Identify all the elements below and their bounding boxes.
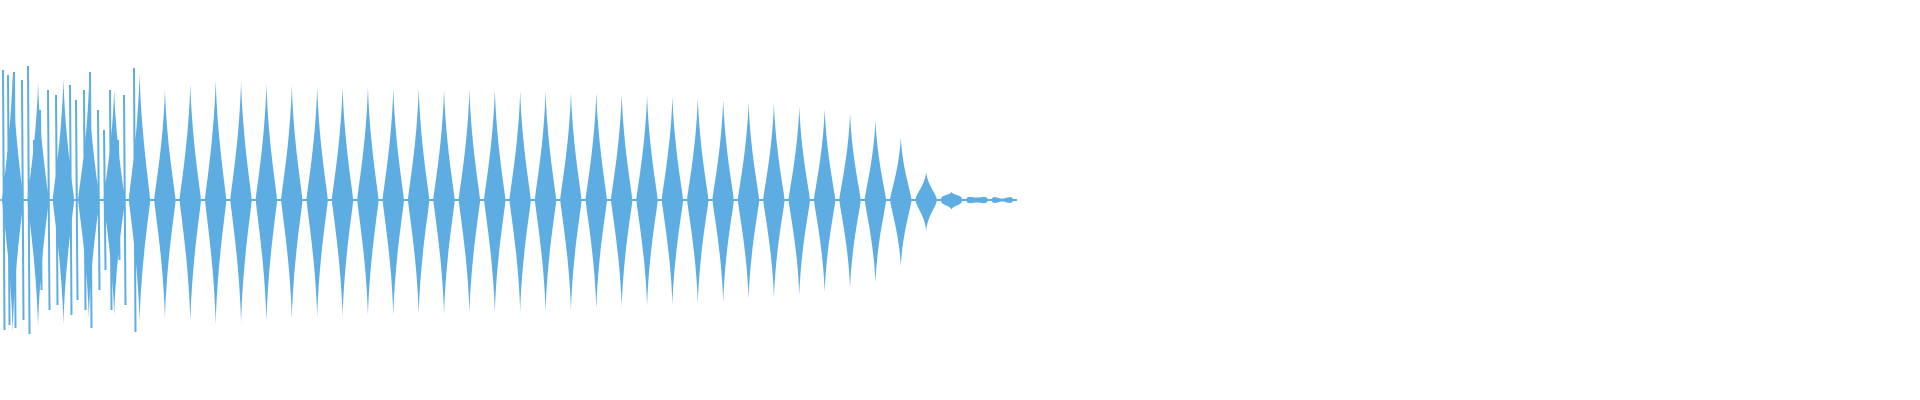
waveform-cycle: [179, 84, 201, 322]
waveform-cycle: [331, 86, 354, 318]
waveform-cycle: [255, 84, 278, 322]
waveform-cycle: [636, 95, 658, 307]
waveform-cycle: [205, 79, 227, 325]
waveform-cycle: [382, 88, 404, 316]
waveform-cycle: [661, 96, 684, 305]
waveform-cycle: [864, 119, 887, 283]
waveform-cycle: [509, 90, 531, 312]
waveform-cycle: [737, 102, 760, 300]
waveform-cycle: [940, 191, 963, 210]
waveform-cycle: [585, 92, 607, 310]
waveform-cycle: [534, 90, 557, 312]
waveform-cycle: [966, 196, 988, 204]
waveform-cycle: [281, 85, 303, 319]
waveform-cycle: [991, 197, 1013, 203]
waveform-cycle: [763, 103, 785, 298]
waveform-cycle: [103, 89, 125, 316]
waveform-cycle: [27, 82, 49, 327]
waveform-cycle: [560, 92, 582, 311]
waveform-cycle: [408, 88, 430, 315]
waveform-cycle: [458, 89, 481, 314]
waveform-cycle: [839, 113, 861, 289]
waveform-cycle: [357, 86, 379, 316]
waveform-cycle: [78, 86, 100, 319]
waveform-cycle: [712, 99, 734, 303]
waveform-cycle: [890, 137, 912, 267]
waveform-cycle: [687, 97, 709, 304]
waveform-cycle: [788, 106, 810, 296]
waveform-cycle: [154, 89, 176, 319]
waveform-noise: [2, 65, 137, 335]
waveform-cycle: [230, 81, 252, 323]
waveform-cycle: [2, 71, 24, 333]
waveform-cycle: [814, 108, 836, 293]
waveform-cycle: [433, 89, 455, 315]
waveform-cycle: [915, 172, 937, 231]
waveform-cycle: [611, 93, 633, 308]
waveform-cycle: [128, 73, 151, 322]
waveform-cycle: [484, 89, 506, 314]
waveform-cycle: [306, 86, 328, 318]
